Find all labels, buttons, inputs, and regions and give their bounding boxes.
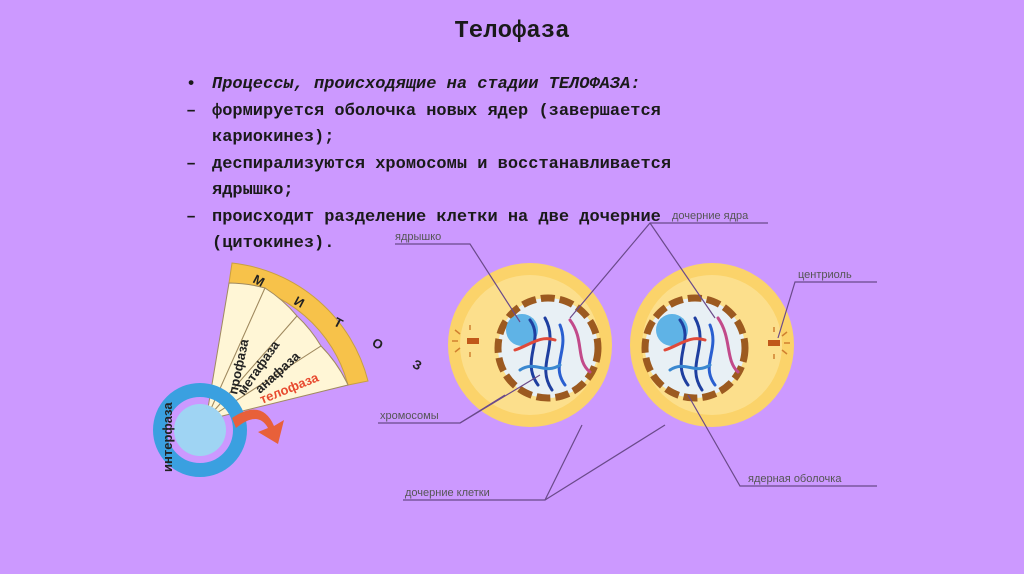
bullet-text: деспирализуются хромосомы и восстанавлив… <box>212 154 672 174</box>
bullet-line-lead: • Процессы, происходящие на стадии ТЕЛОФ… <box>186 72 826 99</box>
bullet-line: ядрышко; <box>186 178 826 205</box>
bullet-mark: – <box>186 154 197 174</box>
slide-title: Телофаза <box>454 18 570 45</box>
mitosis-fan: М И Т О З профаза метафаза анафаза телоф… <box>153 262 438 477</box>
sector-telophase <box>205 345 349 421</box>
bullet-text: (цитокинез). <box>212 234 335 253</box>
centriole-right-icon <box>768 327 790 359</box>
leader-daughter-nuclei-b <box>649 222 716 319</box>
nucleus-right <box>641 294 749 402</box>
leader-chromosomes-b <box>459 394 506 424</box>
label-nucleolus: ядрышко <box>395 231 441 243</box>
chromosomes-left <box>513 316 592 392</box>
bullet-list: • Процессы, происходящие на стадии ТЕЛОФ… <box>186 72 826 258</box>
bullet-text: Процессы, происходящие на стадии ТЕЛОФАЗ… <box>212 75 641 94</box>
label-daughter-cells: дочерние клетки <box>405 487 490 499</box>
leader-nucleolus <box>395 243 521 323</box>
bullet-line: – формируется оболочка новых ядер (завер… <box>186 99 826 126</box>
label-chromosomes: хромосомы <box>380 410 439 422</box>
label-nuclear-envelope: ядерная оболочка <box>748 473 842 485</box>
chromosomes-right <box>663 316 740 392</box>
cycle-arrow-icon <box>232 409 284 444</box>
bullet-text: происходит разделение клетки на две доче… <box>212 207 661 227</box>
interphase-ring <box>153 383 247 477</box>
label-centriole: центриоль <box>798 269 852 281</box>
bullet-text: формируется оболочка новых ядер (заверша… <box>212 101 661 121</box>
bullet-text: ядрышко; <box>212 181 294 200</box>
bullet-line: – деспирализуются хромосомы и восстанавл… <box>186 152 826 179</box>
leader-centriole <box>777 281 877 339</box>
bullet-line: – происходит разделение клетки на две до… <box>186 205 826 232</box>
leader-daughter-cells-b <box>544 424 666 501</box>
bullet-text: кариокинез); <box>212 128 335 147</box>
centriole-left-icon <box>452 325 479 357</box>
cell-diagram: ядрышко дочерние ядра центриоль хромосом… <box>378 210 877 501</box>
bullet-mark: – <box>186 207 197 227</box>
label-daughter-nuclei: дочерние ядра <box>672 210 749 222</box>
label-interphase: интерфаза <box>160 402 175 472</box>
bullet-line: (цитокинез). <box>186 231 826 258</box>
interphase-inner <box>174 404 226 456</box>
bullet-mark: – <box>186 101 197 121</box>
bullet-line: кариокинез); <box>186 125 826 152</box>
leader-nuclear-envelope <box>687 394 877 487</box>
bullet-mark: • <box>186 75 197 94</box>
